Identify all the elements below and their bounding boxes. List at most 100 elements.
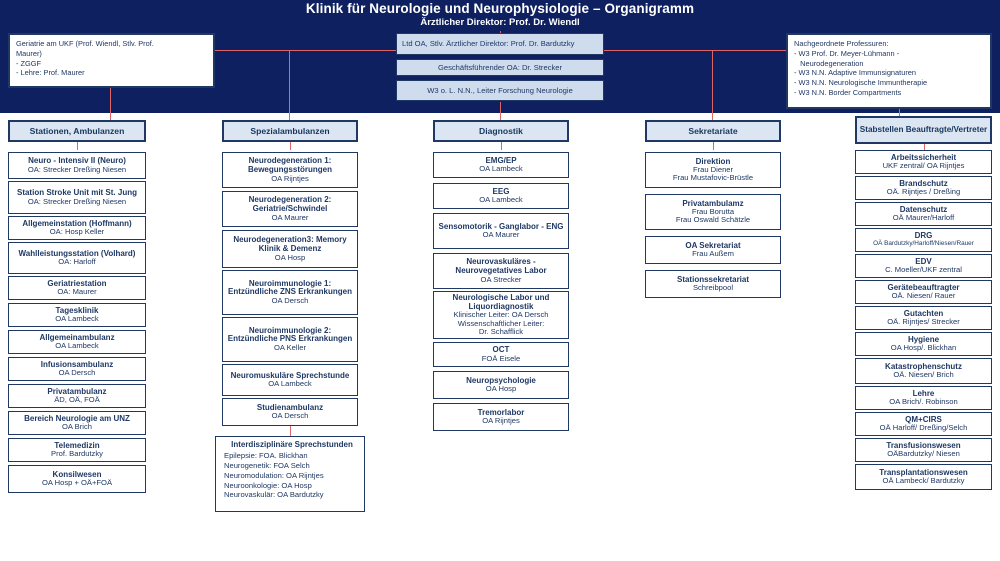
column-header-diagnostik[interactable]: Diagnostik [433, 120, 569, 142]
connector-diagnostik-to-items [501, 142, 502, 150]
column-header-sekretariate[interactable]: Sekretariate [645, 120, 781, 142]
org-box-subtitle: OA Maurer [482, 230, 520, 240]
org-box-subtitle: Schreibpool [692, 283, 734, 293]
org-box-spezialambulanzen-3[interactable]: Neurodegeneration3: Memory Klinik & Deme… [222, 230, 358, 268]
org-box-subtitle: OA: Hosp Keller [49, 227, 105, 237]
org-box-subtitle: Prof. Bardutzky [51, 449, 103, 459]
org-box-title: Stationssekretariat [676, 274, 750, 284]
column-header-label: Stationen, Ambulanzen [29, 125, 125, 136]
org-box-title: Hygiene [907, 334, 940, 344]
org-box-title: Privatambulanz [47, 386, 107, 396]
org-box-spezialambulanzen-4[interactable]: Neuroimmunologie 1: Entzündliche ZNS Erk… [222, 270, 358, 315]
column-header-stationen[interactable]: Stationen, Ambulanzen [8, 120, 146, 142]
connector-col-2 [289, 50, 290, 122]
director-box-label: Ltd OA, Stlv. Ärztlicher Direktor: Prof.… [402, 39, 575, 49]
org-box-stationen-4[interactable]: Wahlleistungsstation (Volhard)OA: Harlof… [8, 242, 146, 274]
geriatrie-note-line: - Lehre: Prof. Maurer [16, 68, 85, 78]
org-box-title: Neurodegeneration 1: Bewegungsstörungen [247, 156, 332, 174]
org-box-subtitle: Frau Borutta [691, 207, 735, 217]
org-box-title: OCT [492, 345, 510, 355]
org-box-subtitle: OA Rijntjes [271, 173, 309, 183]
interdisziplinaer-item: Neurovaskulär: OA Bardutzky [224, 490, 324, 500]
org-box-subtitle: OÄ. Niesen/ Brich [893, 370, 954, 380]
org-box-subtitle: OA Lambeck [55, 341, 99, 351]
interdisziplinaer-item: Epilepsie: FOA. Blickhan [224, 451, 308, 461]
org-box-title: Allgemeinambulanz [39, 332, 115, 342]
interdisziplinaer-item: Neuromodulation: OA Rijntjes [224, 470, 324, 480]
org-box-title: Katastrophenschutz [885, 361, 962, 371]
org-box-title: DRG [914, 231, 933, 241]
org-box-stationen-3[interactable]: Allgemeinstation (Hoffmann)OA: Hosp Kell… [8, 216, 146, 240]
org-box-stationen-1[interactable]: Neuro - Intensiv II (Neuro)OA: Strecker … [8, 152, 146, 179]
org-box-title: Arbeitssicherheit [890, 152, 957, 162]
org-box-spezialambulanzen-2[interactable]: Neurodegeneration 2: Geriatrie/Schwindel… [222, 191, 358, 227]
director-box-2: Geschäftsführender OA: Dr. Strecker [396, 59, 604, 76]
column-header-stabstellen[interactable]: Stabstellen Beauftragte/Vertreter [855, 116, 992, 144]
org-box-subtitle: Dr. Schafflick [478, 326, 524, 336]
org-box-title: Brandschutz [899, 178, 948, 188]
org-box-title: Wahlleistungsstation (Volhard) [18, 248, 136, 258]
org-box-title: Neuro - Intensiv II (Neuro) [28, 156, 126, 166]
org-box-subtitle: Wissenschaftlicher Leiter: [457, 318, 545, 328]
org-box-title: EMG/EP [485, 155, 517, 165]
interdisziplinaer-item: Neuroonkologie: OA Hosp [224, 480, 312, 490]
org-box-diagnostik-5[interactable]: Neurologische Labor und Liquordiagnostik… [433, 291, 569, 339]
org-box-subtitle: C. Moeller/UKF zentral [885, 265, 962, 275]
org-box-title: Transfusionswesen [886, 440, 961, 450]
org-box-diagnostik-4[interactable]: Neurovaskuläres - Neurovegetatives Labor… [433, 253, 569, 289]
org-box-subtitle: OA Maurer [271, 212, 309, 222]
org-box-title: Direktion [695, 156, 731, 166]
org-box-subtitle: OA Hosp [274, 252, 306, 262]
org-box-subtitle: OÄ Lambeck/ Bardutzky [882, 476, 965, 486]
column-header-label: Diagnostik [479, 125, 523, 136]
org-box-subtitle: OA Hosp + OÄ+FOÄ [41, 478, 113, 488]
org-box-subtitle: OA Hosp/. Blickhan [890, 343, 957, 353]
column-header-spezialambulanzen[interactable]: Spezialambulanzen [222, 120, 358, 142]
org-box-subtitle: OA Keller [273, 343, 307, 353]
org-box-title: Gerätebeauftragter [887, 282, 960, 292]
org-box-subtitle: OA: Harloff [58, 257, 96, 267]
org-box-title: Infusionsambulanz [40, 359, 114, 369]
org-box-subtitle: Frau Mustafovic-Brüstle [672, 173, 754, 183]
professuren-note-box: Nachgeordnete Professuren:- W3 Prof. Dr.… [786, 33, 992, 109]
org-box-subtitle: OÄ Harloff/ Dreßing/Selch [879, 423, 968, 433]
org-box-spezialambulanzen-5[interactable]: Neuroimmunologie 2: Entzündliche PNS Erk… [222, 317, 358, 362]
org-box-subtitle: OA Brich/. Robinson [889, 397, 958, 407]
